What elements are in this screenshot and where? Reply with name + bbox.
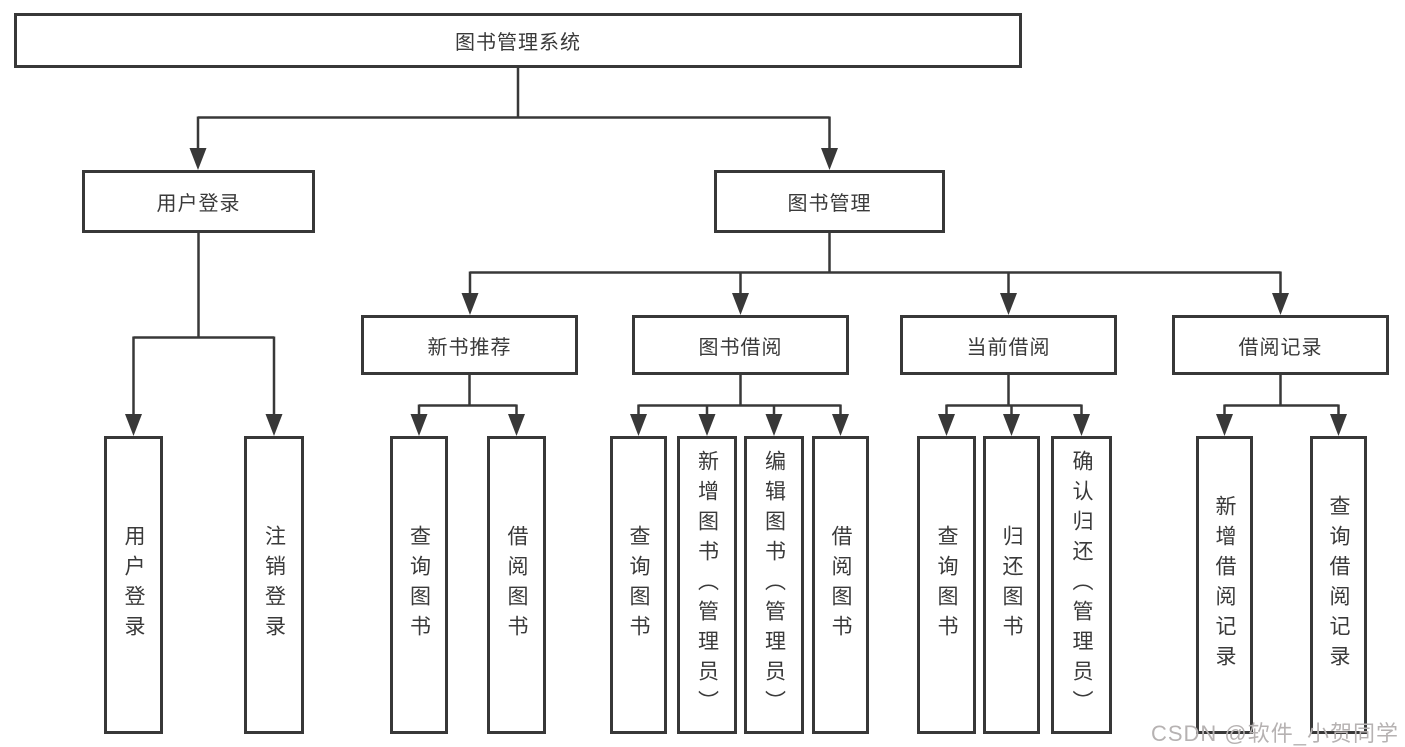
- node-label: 借阅图书: [829, 525, 852, 645]
- connector-book-borrow-to-leaves: [630, 375, 849, 436]
- node-label: 图书管理系统: [455, 32, 581, 54]
- arrowhead-down: [630, 414, 849, 436]
- arrowhead-down: [189, 148, 838, 170]
- leaf-confirm-return-admin: 确认归还（管理员）: [1051, 436, 1112, 734]
- leaf-query-borrow-record: 查询借阅记录: [1310, 436, 1367, 734]
- node-label: 注销登录: [262, 525, 286, 645]
- arrowhead-down: [410, 414, 525, 436]
- arrowhead-down: [125, 414, 283, 436]
- node-label: 归还图书: [1000, 525, 1023, 645]
- connector-user-login-to-leaves: [125, 233, 283, 436]
- leaf-edit-books-admin: 编辑图书（管理员）: [744, 436, 804, 734]
- leaf-return-books: 归还图书: [983, 436, 1040, 734]
- arrowhead-down: [1216, 414, 1347, 436]
- node-label: 查询图书: [627, 525, 650, 645]
- node-label: 查询借阅记录: [1327, 495, 1350, 675]
- node-label: 借阅记录: [1238, 336, 1323, 359]
- node-label: 编辑图书（管理员）: [762, 450, 786, 720]
- connector-book-mgmt-to-groups: [461, 233, 1289, 315]
- node-label: 查询图书: [935, 525, 958, 645]
- node-label: 用户登录: [122, 525, 145, 645]
- connector-new-book-to-leaves: [410, 375, 525, 436]
- node-new-book-recommendation: 新书推荐: [361, 315, 578, 375]
- node-label: 新增图书（管理员）: [695, 450, 719, 720]
- node-label: 图书管理: [787, 193, 872, 215]
- node-label: 确认归还（管理员）: [1070, 450, 1093, 720]
- connector-borrow-record-to-leaves: [1216, 375, 1347, 436]
- arrowhead-down: [461, 293, 1289, 315]
- leaf-add-books-admin: 新增图书（管理员）: [677, 436, 737, 734]
- leaf-logout-login: 注销登录: [244, 436, 304, 734]
- node-current-borrowing: 当前借阅: [900, 315, 1117, 375]
- arrowhead-down: [938, 414, 1090, 436]
- node-label: 新书推荐: [427, 336, 512, 359]
- node-book-borrowing: 图书借阅: [632, 315, 849, 375]
- node-label: 用户登录: [156, 193, 241, 215]
- leaf-query-books-current: 查询图书: [917, 436, 976, 734]
- leaf-borrow-books-borrowing: 借阅图书: [812, 436, 869, 734]
- node-label: 当前借阅: [966, 336, 1051, 359]
- node-user-login: 用户登录: [82, 170, 315, 233]
- node-borrowing-records: 借阅记录: [1172, 315, 1389, 375]
- leaf-query-books-borrowing: 查询图书: [610, 436, 667, 734]
- leaf-user-login: 用户登录: [104, 436, 163, 734]
- node-book-management: 图书管理: [714, 170, 945, 233]
- node-label: 新增借阅记录: [1213, 495, 1236, 675]
- watermark: CSDN @软件_小贺同学: [1150, 721, 1399, 746]
- connector-current-borrow-to-leaves: [938, 375, 1090, 436]
- node-label: 借阅图书: [505, 525, 528, 645]
- node-label: 查询图书: [407, 525, 431, 645]
- leaf-add-borrow-record: 新增借阅记录: [1196, 436, 1253, 734]
- node-library-management-system: 图书管理系统: [14, 13, 1022, 68]
- leaf-borrow-books-recommend: 借阅图书: [487, 436, 546, 734]
- connector-root-to-level2: [189, 68, 838, 170]
- leaf-query-books-recommend: 查询图书: [390, 436, 448, 734]
- node-label: 图书借阅: [698, 336, 783, 359]
